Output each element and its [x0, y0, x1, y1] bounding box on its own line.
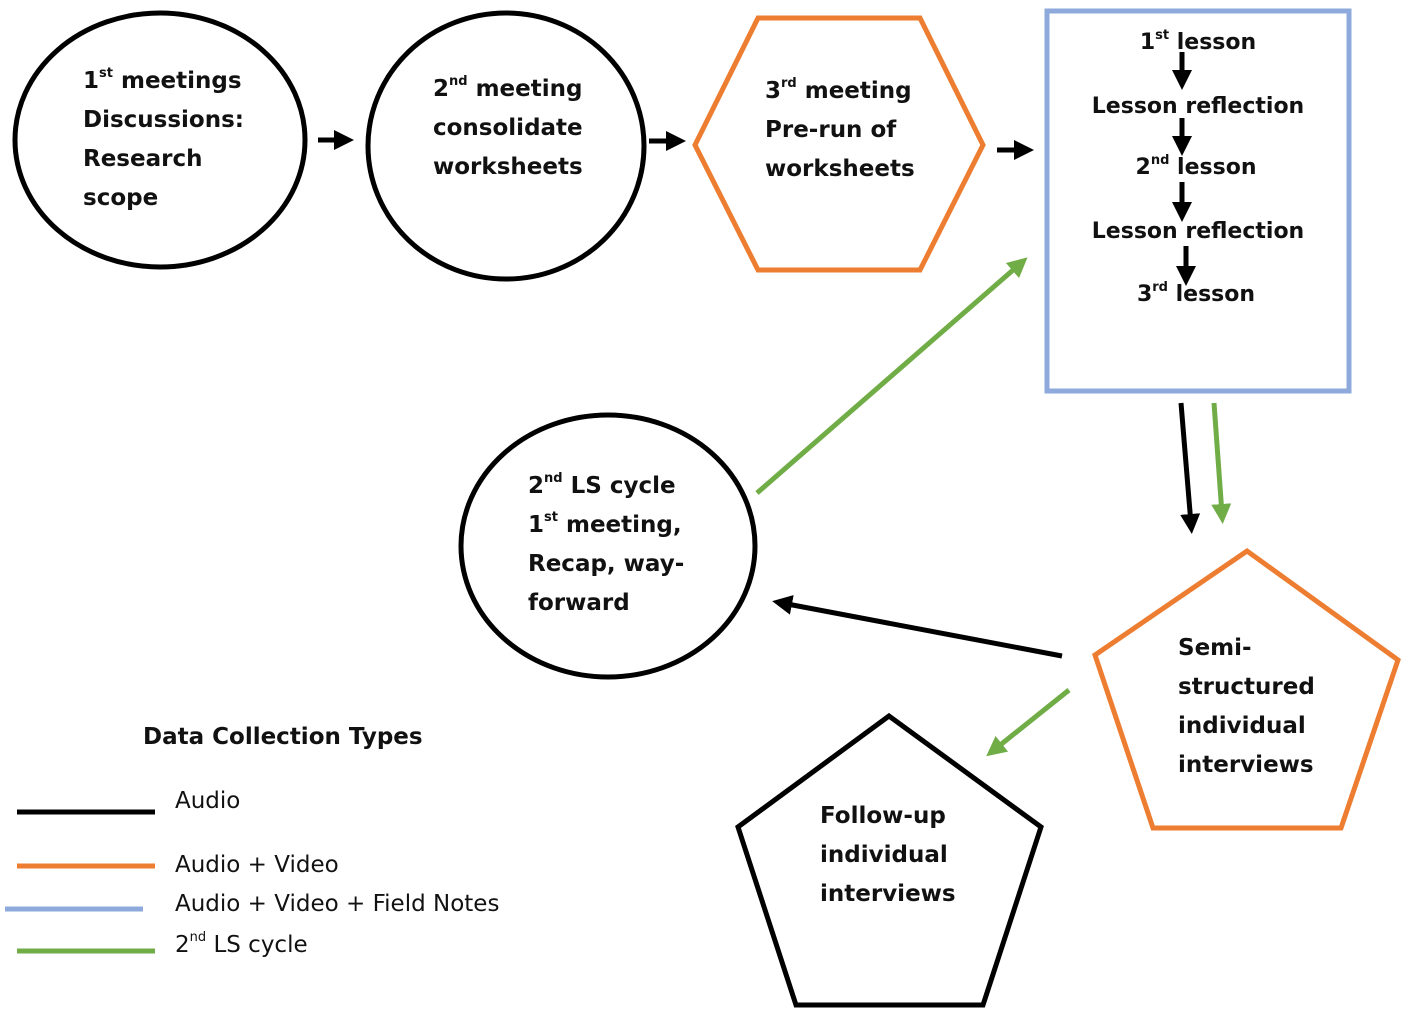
- arrow-semi-to-followup-green: [986, 688, 1071, 757]
- legend-label-audio-video: Audio + Video: [175, 852, 339, 878]
- reflection2-label: Lesson reflection: [1091, 219, 1305, 244]
- meeting2-circle: [365, 10, 647, 282]
- arrow-cycle2-to-lessons-green: [755, 257, 1028, 495]
- arrow-lessons-to-semi-black: [1178, 402, 1201, 534]
- meeting3-hexagon: [692, 15, 986, 273]
- legend-label-ls-cycle: 2nd LS cycle: [175, 930, 308, 958]
- meeting1-text: 1st meetings Discussions: Research scope: [83, 66, 244, 211]
- semi-pentagon: [1092, 547, 1401, 831]
- legend-title: Data Collection Types: [143, 724, 423, 750]
- meeting2-text: 2nd meeting consolidate worksheets: [433, 74, 583, 180]
- legend-label-audio: Audio: [175, 788, 241, 814]
- arrow-semi-to-cycle2: [772, 595, 1063, 659]
- semi-text: Semi- structured individual interviews: [1178, 635, 1315, 778]
- cycle2-circle: [458, 412, 758, 680]
- lesson3-label: 3rd lesson: [1136, 279, 1256, 307]
- cycle2-text: 2nd LS cycle 1st meeting, Recap, way- fo…: [528, 471, 685, 616]
- reflection1-label: Lesson reflection: [1091, 94, 1305, 119]
- lessons-box: [1044, 8, 1352, 394]
- legend-label-audio-video-fieldnotes: Audio + Video + Field Notes: [175, 891, 500, 917]
- meeting1-circle: [12, 10, 308, 270]
- arrow-lessons-to-semi-green: [1211, 402, 1232, 524]
- meeting3-text: 3rd meeting Pre-run of worksheets: [765, 76, 915, 182]
- followup-pentagon: [735, 712, 1044, 1008]
- lesson2-label: 2nd lesson: [1135, 152, 1257, 180]
- lesson1-label: 1st lesson: [1139, 27, 1257, 55]
- followup-text: Follow-up individual interviews: [820, 803, 956, 907]
